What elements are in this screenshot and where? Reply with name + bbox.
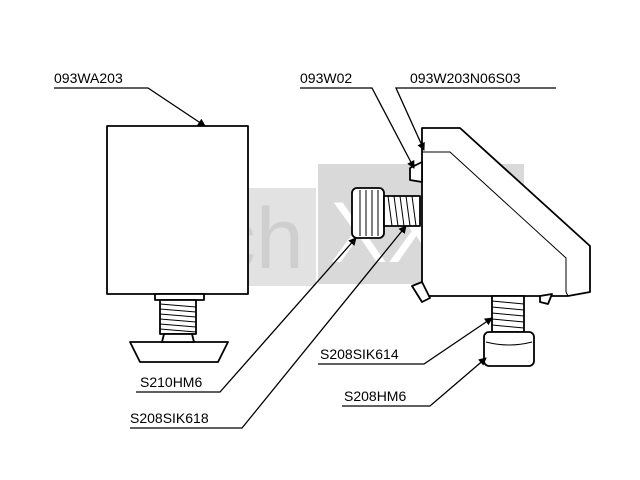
lower-clip-right [539,293,553,305]
hex-nut-chamfer [485,341,533,346]
label-s208sik614: S208SIK614 [320,346,399,362]
leader-093w02 [300,87,415,169]
angle-block-inner-edge [426,151,567,292]
horizontal-screw-head [351,187,385,239]
vertical-screw-thread-lines [491,300,525,329]
label-093w203n06s03: 093W203N06S03 [410,70,521,86]
block-093wa203 [106,125,249,295]
label-093w02: 093W02 [300,70,353,86]
horizontal-screw-thread-lines [387,195,417,227]
leader-093w203n06s03 [394,87,556,150]
left-thread-lines [159,303,197,333]
leader-s208sik618 [130,225,407,429]
label-s210hm6: S210HM6 [140,374,203,390]
label-s208hm6: S208HM6 [344,388,407,404]
angle-block-093w203n06s03 [421,127,591,297]
hex-nut-s208hm6 [483,331,535,367]
left-t-nut-neck [161,333,195,343]
leader-093wa203 [54,87,206,127]
leader-s210hm6 [136,237,357,393]
leader-lines [54,87,556,429]
left-assembly [106,125,249,363]
leader-s208sik614 [318,317,493,365]
label-s208sik618: S208SIK618 [130,410,209,426]
lower-clip-left [411,281,431,303]
label-093wa203: 093WA203 [54,70,123,86]
right-assembly [351,127,591,367]
horizontal-screw-head-knurl [359,190,379,236]
leader-s208hm6 [342,357,487,407]
left-t-nut [129,341,229,363]
